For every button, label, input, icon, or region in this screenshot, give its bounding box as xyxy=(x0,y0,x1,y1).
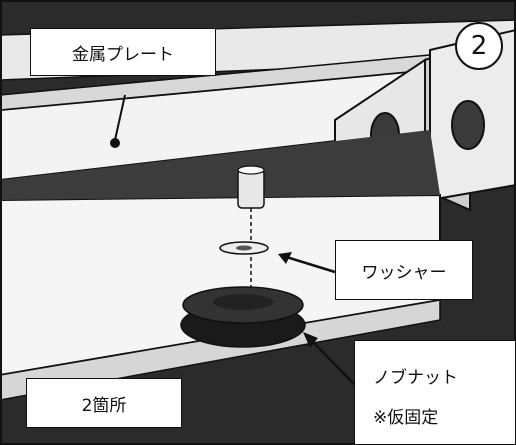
gap-shadow xyxy=(0,130,440,200)
nut-callout: ノブナット ※仮固定 xyxy=(354,340,516,445)
washer-arrow xyxy=(279,253,336,274)
step-number-badge: 2 xyxy=(455,22,503,70)
knob-nut-center xyxy=(213,294,273,310)
nut-arrowhead xyxy=(303,332,318,348)
washer-hole xyxy=(236,245,252,251)
bracket-hole-2 xyxy=(451,100,485,150)
nut-note: ※仮固定 xyxy=(373,408,439,428)
plate-leader-line xyxy=(114,94,126,141)
nut-arrow xyxy=(305,334,361,391)
metal-plate-label: 金属プレート xyxy=(30,28,216,76)
bolt xyxy=(237,169,265,209)
count-label: 2箇所 xyxy=(26,378,182,428)
washer-arrowhead xyxy=(278,252,292,264)
washer-label: ワッシャー xyxy=(335,240,473,300)
bolt-top xyxy=(237,165,265,175)
plate-leader-dot xyxy=(110,138,120,148)
nut-label: ノブナット xyxy=(373,368,458,388)
